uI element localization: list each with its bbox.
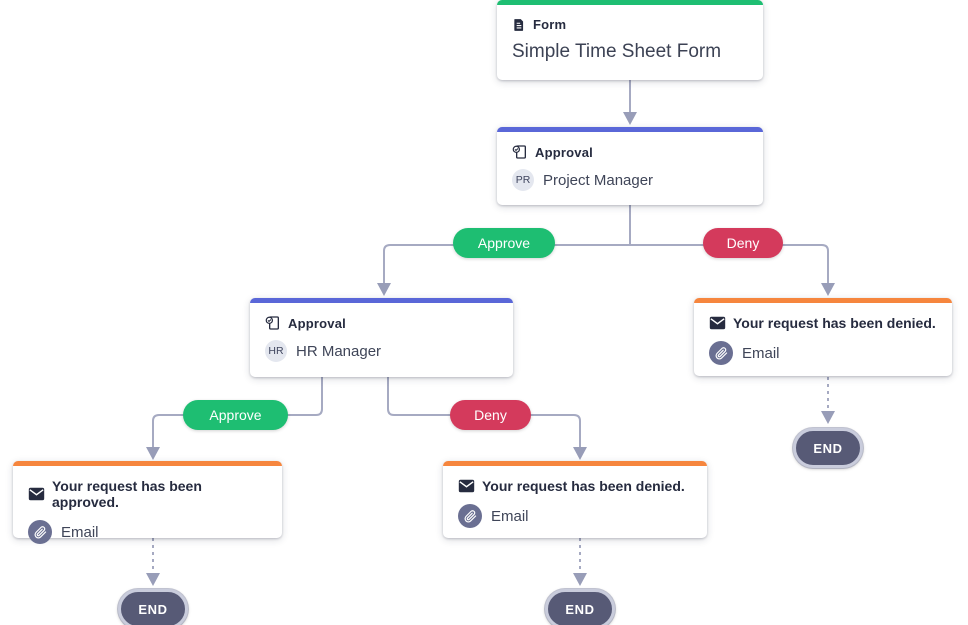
connector-form-to-pm bbox=[623, 80, 637, 125]
branch-pill-pm-deny[interactable]: Deny bbox=[703, 228, 783, 258]
attachment-chip bbox=[458, 504, 482, 528]
approval-assignee: HR Manager bbox=[296, 342, 382, 360]
paperclip-icon bbox=[715, 346, 727, 359]
approval-check-icon bbox=[512, 145, 526, 159]
paperclip-icon bbox=[34, 525, 46, 538]
email-accent-bar bbox=[443, 461, 707, 466]
avatar: PR bbox=[512, 169, 534, 191]
approval-node-hr-manager[interactable]: Approval HR HR Manager bbox=[250, 298, 513, 377]
end-node-left[interactable]: END bbox=[118, 589, 188, 625]
attachment-chip bbox=[28, 520, 52, 544]
approval-node-project-manager[interactable]: Approval PR Project Manager bbox=[497, 127, 763, 205]
email-subject: Your request has been approved. bbox=[52, 478, 202, 510]
avatar: HR bbox=[265, 340, 287, 362]
form-document-icon bbox=[514, 18, 524, 31]
approval-accent-bar bbox=[497, 127, 763, 132]
email-channel-label: Email bbox=[61, 523, 99, 541]
connector-email-to-end-left bbox=[146, 538, 160, 586]
email-node-denied-bottom[interactable]: Your request has been denied. Email bbox=[443, 461, 707, 538]
paperclip-icon bbox=[464, 509, 476, 522]
email-node-approved[interactable]: Your request has been approved. Email bbox=[13, 461, 282, 544]
approval-accent-bar bbox=[250, 298, 513, 303]
approval-check-icon bbox=[265, 316, 279, 330]
form-accent-bar bbox=[497, 0, 763, 5]
form-title: Simple Time Sheet Form bbox=[512, 41, 722, 62]
email-subject: Your request has been denied. bbox=[733, 315, 936, 331]
form-node-card[interactable]: Form Simple Time Sheet Form bbox=[497, 0, 763, 80]
end-node-right[interactable]: END bbox=[793, 428, 863, 468]
connector-email-to-end-mid bbox=[573, 538, 587, 586]
approval-type-label: Approval bbox=[535, 144, 593, 160]
envelope-icon bbox=[28, 487, 45, 501]
branch-pill-hr-approve[interactable]: Approve bbox=[183, 400, 288, 430]
connector-email-to-end-right bbox=[821, 377, 835, 424]
email-accent-bar bbox=[13, 461, 282, 466]
approval-type-label: Approval bbox=[288, 315, 346, 331]
envelope-icon bbox=[458, 479, 475, 493]
attachment-chip bbox=[709, 341, 733, 365]
email-channel-label: Email bbox=[742, 344, 780, 362]
form-type-label: Form bbox=[533, 17, 567, 32]
connector-pm-split bbox=[377, 205, 835, 296]
email-subject: Your request has been denied. bbox=[482, 478, 685, 494]
email-node-denied-right[interactable]: Your request has been denied. Email bbox=[694, 298, 952, 376]
approval-assignee: Project Manager bbox=[543, 171, 654, 189]
email-accent-bar bbox=[694, 298, 952, 303]
email-channel-label: Email bbox=[491, 507, 529, 525]
branch-pill-pm-approve[interactable]: Approve bbox=[453, 228, 555, 258]
envelope-icon bbox=[709, 316, 726, 330]
end-node-middle[interactable]: END bbox=[545, 589, 615, 625]
branch-pill-hr-deny[interactable]: Deny bbox=[450, 400, 531, 430]
